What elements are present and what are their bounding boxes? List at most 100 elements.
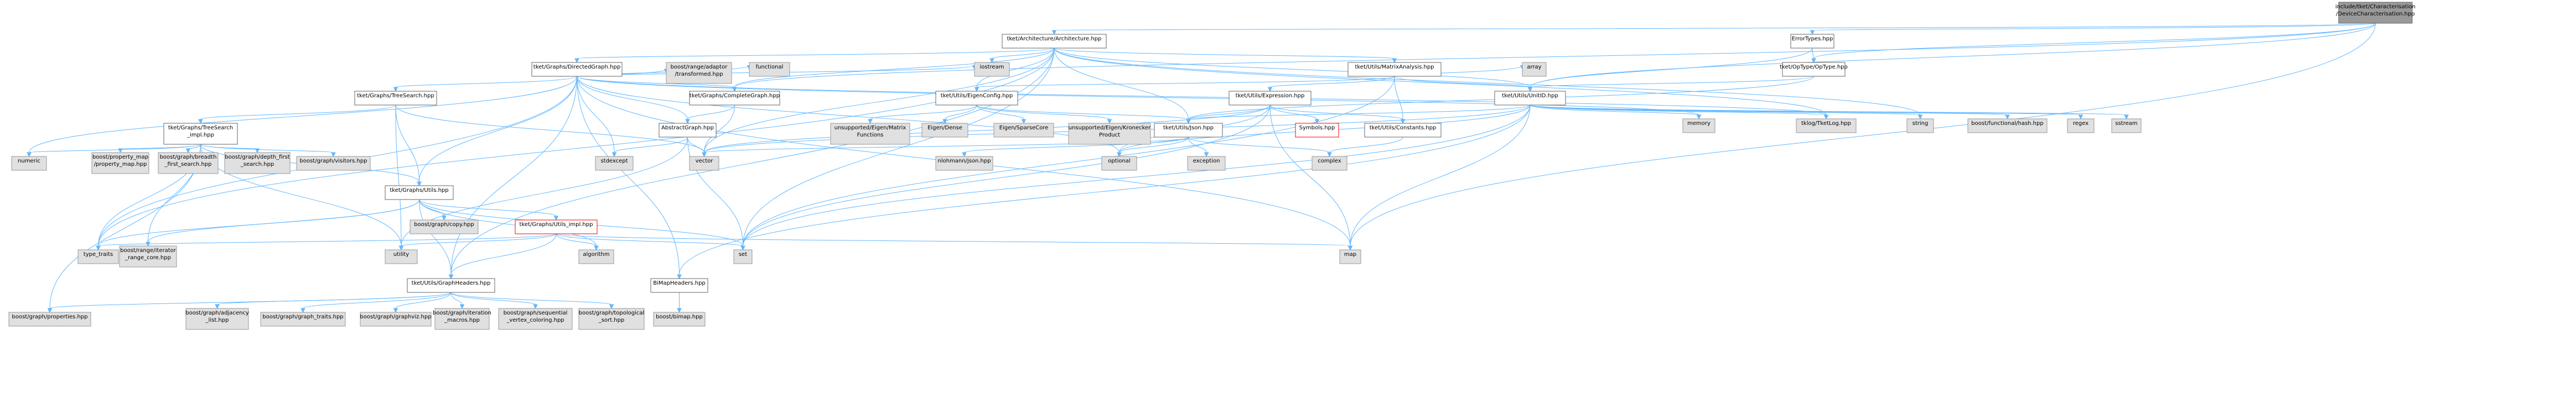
node-label: _search.hpp xyxy=(240,161,274,167)
node-adjlist: boost/graph/adjacency_list.hpp xyxy=(185,308,249,330)
node-label: set xyxy=(739,251,747,258)
node-label: boost/range/adaptor xyxy=(671,64,728,70)
node-bimap: boost/bimap.hpp xyxy=(653,312,706,327)
node-treesearch[interactable]: tket/Graphs/TreeSearch.hpp xyxy=(354,91,437,106)
node-matrixanalysis[interactable]: tket/Utils/MatrixAnalysis.hpp xyxy=(1347,62,1442,77)
node-arch[interactable]: tket/Architecture/Architecture.hpp xyxy=(1002,34,1107,49)
edge-graphheaders-to-adjlist xyxy=(215,292,452,310)
node-graphheaders[interactable]: tket/Utils/GraphHeaders.hpp xyxy=(407,278,495,293)
node-errortypes[interactable]: ErrorTypes.hpp xyxy=(1790,34,1834,49)
edge-graphutils-to-graphutilsimpl xyxy=(419,199,559,221)
edge-arch-to-json xyxy=(1054,48,1191,124)
node-optional: optional xyxy=(1101,156,1137,171)
edge-matrixanalysis-to-unitid xyxy=(1394,76,1533,92)
edge-arch-to-matrixanalysis xyxy=(1054,48,1397,64)
node-unitid[interactable]: tket/Utils/UnitID.hpp xyxy=(1494,91,1566,106)
node-eigensparse: Eigen/SparseCore xyxy=(993,123,1054,138)
node-label: boost/graph/iteration xyxy=(433,310,491,316)
edge-json-to-vector xyxy=(702,137,1189,158)
node-string: string xyxy=(1906,118,1934,133)
node-label: boost/range/iterator xyxy=(120,248,177,254)
node-label: stdexcept xyxy=(600,158,628,164)
node-exception: exception xyxy=(1187,156,1226,171)
node-visitors: boost/graph/visitors.hpp xyxy=(296,156,371,171)
node-completegraph[interactable]: tket/Graphs/CompleteGraph.hpp xyxy=(689,91,780,106)
edge-unitid-to-sstream xyxy=(1530,104,2129,120)
node-label: Functions xyxy=(857,132,884,138)
edge-unitid-to-json xyxy=(1186,104,1531,124)
edge-root-to-completegraph xyxy=(732,23,2376,92)
node-bimapheaders[interactable]: BiMapHeaders.hpp xyxy=(650,278,708,293)
node-optype[interactable]: tket/OpType/OpType.hpp xyxy=(1780,62,1848,77)
node-properties: boost/graph/properties.hpp xyxy=(8,312,91,327)
node-graphtraits: boost/graph/graph_traits.hpp xyxy=(260,312,346,327)
edge-matrixanalysis-to-expression xyxy=(1267,76,1395,92)
edge-graphutilsimpl-to-utility xyxy=(398,233,557,251)
edge-root-to-errortypes xyxy=(1810,23,2376,35)
edge-treesearch-to-treesearchimpl xyxy=(198,104,396,124)
node-label: boost/graph/adjacency xyxy=(185,310,249,316)
edge-eigenconfig-to-eigenmatfun xyxy=(868,104,977,124)
edge-graphutilsimpl-to-algorithm xyxy=(556,233,599,251)
node-label: ErrorTypes.hpp xyxy=(1792,36,1833,42)
node-label: iostream xyxy=(980,64,1004,70)
node-abstractgraph[interactable]: AbstractGraph.hpp xyxy=(659,123,717,138)
node-numeric: numeric xyxy=(11,156,47,171)
node-label: boost/graph/graphviz.hpp xyxy=(360,314,431,320)
edge-eigenconfig-to-eigendense xyxy=(942,104,977,124)
edge-errortypes-to-optype xyxy=(1811,48,1816,64)
node-label: boost/graph/properties.hpp xyxy=(12,314,88,320)
edge-matrixanalysis-to-eigenconfig xyxy=(974,76,1395,92)
node-label: type_traits xyxy=(84,251,113,258)
node-label: tket/Graphs/DirectedGraph.hpp xyxy=(533,64,620,70)
node-graphutils[interactable]: tket/Graphs/Utils.hpp xyxy=(385,185,454,200)
node-label: tket/Graphs/TreeSearch xyxy=(168,125,233,131)
edge-treesearch-to-graphutils xyxy=(395,104,422,187)
node-graphviz: boost/graph/graphviz.hpp xyxy=(360,312,432,327)
node-label: boost/property_map xyxy=(92,154,148,160)
node-label: Product xyxy=(1099,132,1120,138)
nodes-layer: include/tket/Characterisation/DeviceChar… xyxy=(8,2,2416,330)
node-directedgraph[interactable]: tket/Graphs/DirectedGraph.hpp xyxy=(531,62,623,77)
node-label: tket/Utils/UnitID.hpp xyxy=(1502,93,1558,99)
node-label: tket/Architecture/Architecture.hpp xyxy=(1007,36,1102,42)
node-label: boost/graph/breadth xyxy=(160,154,217,160)
node-label: nlohmann/json.hpp xyxy=(937,158,991,164)
node-toposort: boost/graph/topological_sort.hpp xyxy=(578,308,645,330)
node-label: tket/Utils/Expression.hpp xyxy=(1236,93,1305,99)
node-eigenconfig[interactable]: tket/Utils/EigenConfig.hpp xyxy=(935,91,1018,106)
node-json[interactable]: tket/Utils/Json.hpp xyxy=(1154,123,1223,138)
node-propmap: boost/property_map/property_map.hpp xyxy=(91,152,149,174)
node-utility: utility xyxy=(385,249,418,264)
edge-graphheaders-to-graphtraits xyxy=(300,292,452,313)
node-label: utility xyxy=(393,251,410,258)
node-tklog: tklog/TketLog.hpp xyxy=(1796,118,1857,133)
node-map: map xyxy=(1339,249,1361,264)
edge-graphheaders-to-toposort xyxy=(450,292,614,310)
node-label: tket/Utils/Json.hpp xyxy=(1163,125,1214,131)
node-label: optional xyxy=(1108,158,1131,164)
edge-constants-to-complex xyxy=(1327,137,1403,158)
node-memory: memory xyxy=(1682,118,1715,133)
node-symbols[interactable]: Symbols.hpp xyxy=(1295,123,1339,138)
node-constants[interactable]: tket/Utils/Constants.hpp xyxy=(1364,123,1442,138)
node-label: boost/graph/visitors.hpp xyxy=(300,158,367,164)
node-vector: vector xyxy=(689,156,719,171)
node-label: tklog/TketLog.hpp xyxy=(1801,120,1851,127)
node-expression[interactable]: tket/Utils/Expression.hpp xyxy=(1229,91,1312,106)
node-seqcolor: boost/graph/sequential_vertex_coloring.h… xyxy=(498,308,573,330)
edge-unitid-to-string xyxy=(1530,104,1923,120)
node-label: boost/graph/sequential xyxy=(504,310,568,316)
node-label: _vertex_coloring.hpp xyxy=(506,317,564,323)
node-label: _sort.hpp xyxy=(598,317,625,323)
node-treesearchimpl[interactable]: tket/Graphs/TreeSearch_impl.hpp xyxy=(163,123,238,145)
node-label: tket/Graphs/CompleteGraph.hpp xyxy=(690,93,780,99)
node-label: /DeviceCharacterisation.hpp xyxy=(2336,11,2414,17)
edge-graphheaders-to-itermacros xyxy=(450,292,465,310)
node-label: boost/functional/hash.hpp xyxy=(1971,120,2043,127)
node-graphutilsimpl[interactable]: tket/Graphs/Utils_impl.hpp xyxy=(515,219,598,234)
edge-matrixanalysis-to-constants xyxy=(1394,76,1406,124)
edge-graphutils-to-iterrange xyxy=(146,199,419,247)
